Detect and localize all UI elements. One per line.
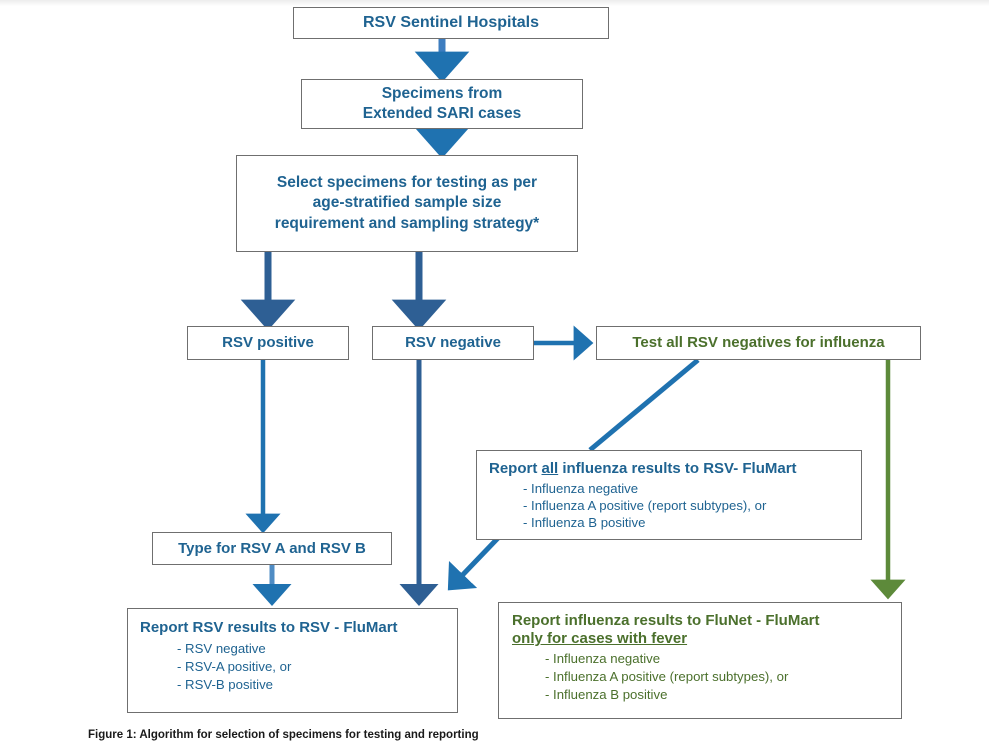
node-rsv-sentinel-hospitals[interactable]: RSV Sentinel Hospitals xyxy=(293,7,609,39)
node-header-line-1: Report influenza results to FluNet - Flu… xyxy=(512,612,820,629)
node-label: RSV positive xyxy=(222,334,314,352)
connector-test-influenza-to-report-all xyxy=(588,358,700,452)
node-specimens-from-sari[interactable]: Specimens from Extended SARI cases xyxy=(301,79,583,129)
node-header-line-2: only for cases with fever xyxy=(512,630,688,647)
header-post: influenza results to RSV- FluMart xyxy=(558,460,797,477)
header-pre: Report xyxy=(489,460,542,477)
list-item: - Influenza B positive xyxy=(545,687,668,702)
arrow-report-all-to-report-rsv xyxy=(447,536,500,591)
node-rsv-negative[interactable]: RSV negative xyxy=(372,326,534,360)
node-report-influenza-flunet-flumart[interactable]: Report influenza results to FluNet - Flu… xyxy=(498,602,902,719)
node-rsv-positive[interactable]: RSV positive xyxy=(187,326,349,360)
node-select-specimens[interactable]: Select specimens for testing as per age-… xyxy=(236,155,578,252)
list-item: - Influenza negative xyxy=(523,481,639,496)
list-item: - Influenza A positive (report subtypes)… xyxy=(523,498,767,513)
list-item: - Influenza B positive xyxy=(523,515,646,530)
node-header: Report RSV results to RSV - FluMart xyxy=(140,619,398,636)
node-label-line-1: Specimens from xyxy=(381,84,503,102)
header-underlined: all xyxy=(541,460,559,477)
figure-caption: Figure 1: Algorithm for selection of spe… xyxy=(88,729,479,741)
list-item: - Influenza negative xyxy=(545,651,661,666)
node-report-rsv-results-flumart[interactable]: Report RSV results to RSV - FluMart - RS… xyxy=(127,608,458,713)
list-item: - RSV-B positive xyxy=(177,677,274,692)
node-report-all-influenza-rsv-flumart[interactable]: Report all influenza results to RSV- Flu… xyxy=(476,450,862,540)
node-label-line-1: Select specimens for testing as per xyxy=(276,173,538,191)
list-item: - Influenza A positive (report subtypes)… xyxy=(545,669,789,684)
node-label: Type for RSV A and RSV B xyxy=(178,539,366,557)
node-label-line-2: age-stratified sample size xyxy=(312,194,502,212)
node-label: RSV negative xyxy=(405,334,501,352)
top-gradient-strip xyxy=(0,0,989,6)
node-label-line-3: requirement and sampling strategy* xyxy=(274,214,540,232)
list-item: - RSV negative xyxy=(177,641,266,656)
list-item: - RSV-A positive, or xyxy=(177,659,292,674)
node-label: RSV Sentinel Hospitals xyxy=(362,14,540,32)
node-label: Test all RSV negatives for influenza xyxy=(632,334,885,352)
node-label-line-2: Extended SARI cases xyxy=(362,105,522,122)
node-test-all-rsv-negatives[interactable]: Test all RSV negatives for influenza xyxy=(596,326,921,360)
node-type-for-rsv-a-and-b[interactable]: Type for RSV A and RSV B xyxy=(152,532,392,565)
node-header: Report all influenza results to RSV- Flu… xyxy=(489,460,861,477)
